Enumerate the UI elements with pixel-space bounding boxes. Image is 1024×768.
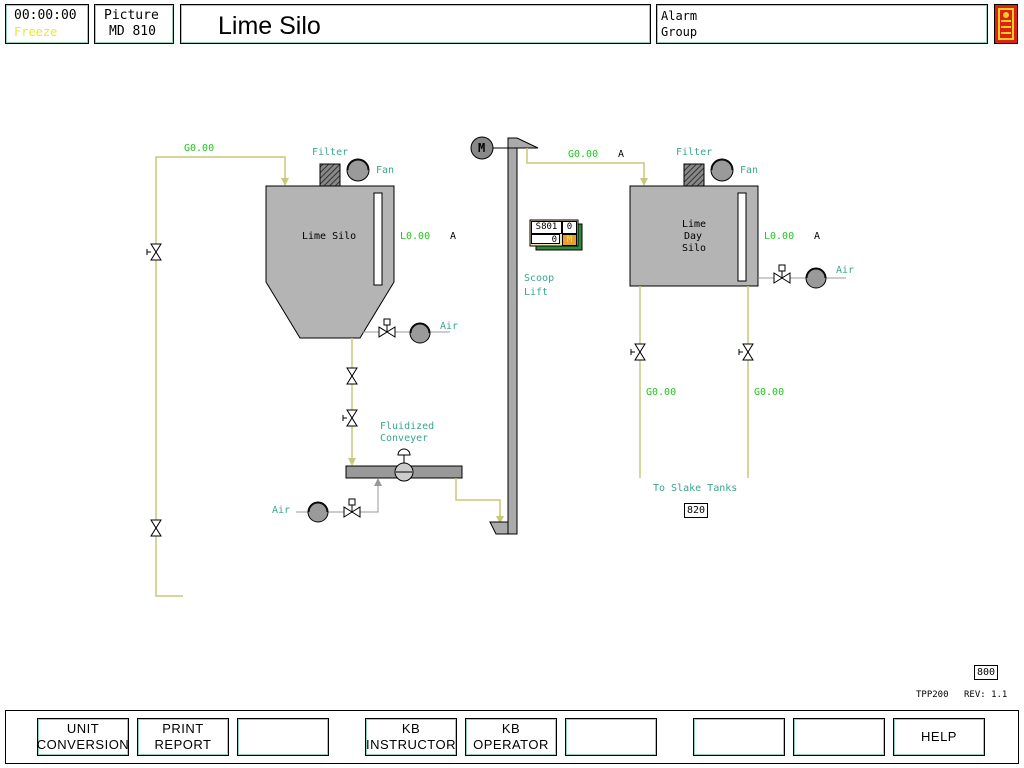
day-silo-outlet-pipes [639,286,749,478]
unit-conversion-button[interactable]: UNIT CONVERSION [37,718,129,756]
alarm-label-line1: Alarm [661,9,698,23]
s801-mode: M [562,234,577,246]
valve-outlet-1[interactable] [346,367,358,385]
feed-pipe-left [155,156,286,597]
crest-icon [998,8,1014,40]
day-silo-fan-label: Fan [740,165,759,176]
arrow-into-conveyor [348,458,356,466]
lime-silo-fan-label: Fan [376,165,395,176]
day-silo-feed-value[interactable]: G0.00 [568,149,599,160]
empty-button-3[interactable] [237,718,329,756]
lime-silo-level-gauge [373,192,383,286]
scoop-lift[interactable] [507,147,518,535]
company-logo [994,4,1018,44]
kb-instructor-button[interactable]: KB INSTRUCTOR [365,718,457,756]
lime-silo-filter-label: Filter [312,147,349,158]
title-panel [180,4,651,44]
lime-silo-air-valve[interactable] [378,318,396,338]
help-label: HELP [921,729,957,744]
clock-panel: 00:00:00 Freeze [5,4,89,44]
day-silo-level[interactable]: L0.00 [764,231,795,242]
day-silo-air-blower-icon[interactable] [805,267,827,289]
feed-left-value: G0.00 [184,143,215,154]
lift-to-day-silo-pipe [526,148,645,184]
day-silo-outlet-right-value[interactable]: G0.00 [754,387,785,398]
arrow-into-day-silo [640,178,648,186]
conveyor-air-blower-icon[interactable] [307,501,329,523]
kb-instructor-label: KB INSTRUCTOR [366,721,456,752]
day-silo-level-mode: A [814,231,821,242]
unit-conversion-label: UNIT CONVERSION [36,721,130,752]
clock-time: 00:00:00 [14,8,77,23]
arrow-into-lift [496,516,504,524]
scoop-lift-label-line2: Lift [524,287,549,298]
s801-value1: 0 [562,221,577,234]
valve-left-lower[interactable] [150,519,162,537]
print-report-button[interactable]: PRINT REPORT [137,718,229,756]
s801-block[interactable]: S801 0 0 M [530,220,578,246]
arrow-into-lime-silo [281,178,289,186]
valve-outlet-2[interactable] [342,409,358,427]
link-800-button[interactable]: 800 [974,665,999,680]
lift-motor-icon[interactable] [470,136,494,160]
help-button[interactable]: HELP [893,718,985,756]
empty-button-6[interactable] [565,718,657,756]
lime-silo-level-mode: A [450,231,457,242]
day-silo-air-valve[interactable] [773,264,791,284]
arrow-air-into-conveyor [374,478,382,486]
alarm-label-line2: Group [661,25,698,39]
lime-silo-name: Lime Silo [302,231,357,242]
lime-silo-fan-icon[interactable] [346,158,370,182]
day-silo-name-line3: Silo [682,243,707,254]
revision-label: REV: 1.1 [964,690,1008,700]
lime-silo-air-blower-icon[interactable] [409,322,431,344]
day-silo-level-gauge [737,192,747,282]
scoop-lift-label-line1: Scoop [524,273,555,284]
to-slake-tanks-label: To Slake Tanks [653,483,738,494]
s801-tag: S801 [531,221,562,234]
alarm-group-panel[interactable]: Alarm Group [656,4,988,44]
valve-left-upper[interactable] [146,243,162,261]
tpp-label: TPP200 [916,690,949,700]
picture-id: MD 810 [109,24,156,39]
conveyor-air-line [296,480,379,513]
lime-silo-level[interactable]: L0.00 [400,231,431,242]
scoop-lift-head [507,137,539,149]
kb-operator-button[interactable]: KB OPERATOR [465,718,557,756]
picture-label: Picture [104,8,159,23]
day-silo-outlet-left-value[interactable]: G0.00 [646,387,677,398]
day-silo-name-line2: Day [684,231,703,242]
picture-panel[interactable]: Picture MD 810 [94,4,174,44]
link-820-button[interactable]: 820 [684,503,709,518]
freeze-status: Freeze [14,25,58,39]
page-title: Lime Silo [218,12,321,40]
scoop-lift-boot [489,521,509,535]
lime-silo-filter[interactable] [319,163,341,187]
conveyor-to-lift-pipe [455,478,501,520]
print-report-label: PRINT REPORT [154,721,212,752]
day-silo-name-line1: Lime [682,219,707,230]
s801-value2: 0 [531,234,560,245]
conveyor-air-label: Air [272,505,291,516]
empty-button-8[interactable] [793,718,885,756]
conveyor-control-valve-icon[interactable] [394,448,414,482]
day-silo-outlet-valve-left[interactable] [630,343,646,361]
kb-operator-label: KB OPERATOR [473,721,549,752]
footer-bar [5,710,1019,764]
lime-silo-air-label: Air [440,321,459,332]
day-silo-vessel[interactable] [629,185,759,287]
day-silo-outlet-valve-right[interactable] [738,343,754,361]
conveyor-air-valve[interactable] [343,498,361,518]
day-silo-filter-label: Filter [676,147,713,158]
empty-button-7[interactable] [693,718,785,756]
day-silo-fan-icon[interactable] [710,158,734,182]
day-silo-feed-mode: A [618,149,625,160]
lime-silo-vessel[interactable] [265,185,395,339]
motor-label: M [478,141,486,155]
day-silo-filter[interactable] [683,163,705,187]
conveyor-name-line1: Fluidized [380,421,435,432]
day-silo-air-label: Air [836,265,855,276]
conveyor-name-line2: Conveyer [380,433,429,444]
